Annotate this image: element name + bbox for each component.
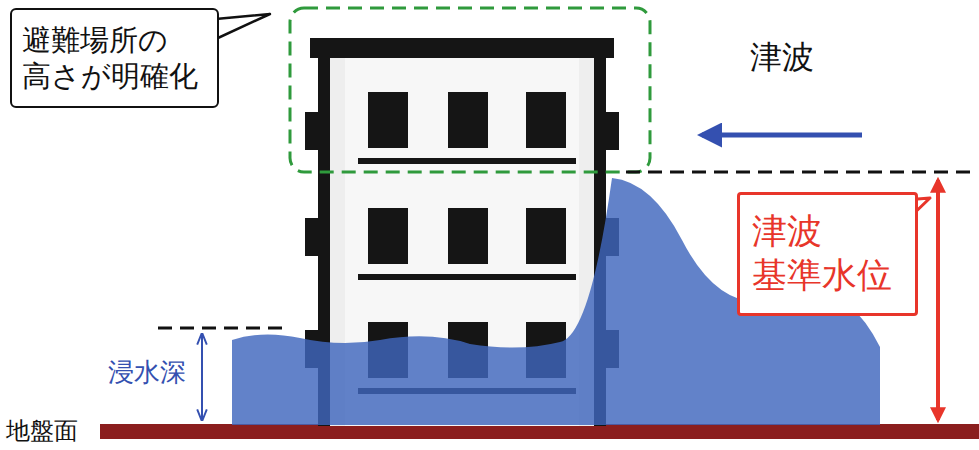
window-sill — [358, 274, 576, 280]
window — [368, 208, 408, 264]
reference-level-box: 津波 基準水位 — [737, 192, 918, 316]
reference-level-line — [626, 171, 976, 174]
ground-bar — [100, 424, 979, 439]
window — [448, 92, 488, 148]
tsunami-label: 津波 — [750, 40, 814, 75]
tsunami-direction-arrow — [702, 133, 862, 138]
node-text: 津波 基準水位 — [752, 210, 903, 298]
node-text: 避難場所の 高さが明確化 — [22, 22, 205, 95]
window — [368, 92, 408, 148]
building-roof — [310, 38, 614, 58]
reference-level-arrow — [936, 180, 940, 420]
window — [448, 208, 488, 264]
window — [526, 208, 566, 264]
callout-box: 避難場所の 高さが明確化 — [10, 8, 219, 108]
window — [526, 92, 566, 148]
evacuation-zone-outline — [290, 8, 650, 172]
window-sill — [358, 158, 576, 164]
column-bracket — [605, 112, 619, 150]
flood-depth-arrow — [201, 335, 203, 419]
ground-label: 地盤面 — [6, 418, 78, 444]
flood-depth-line — [158, 327, 282, 330]
column-bracket — [305, 112, 319, 150]
column-bracket — [305, 218, 319, 256]
flood-depth-label: 浸水深 — [108, 358, 186, 387]
